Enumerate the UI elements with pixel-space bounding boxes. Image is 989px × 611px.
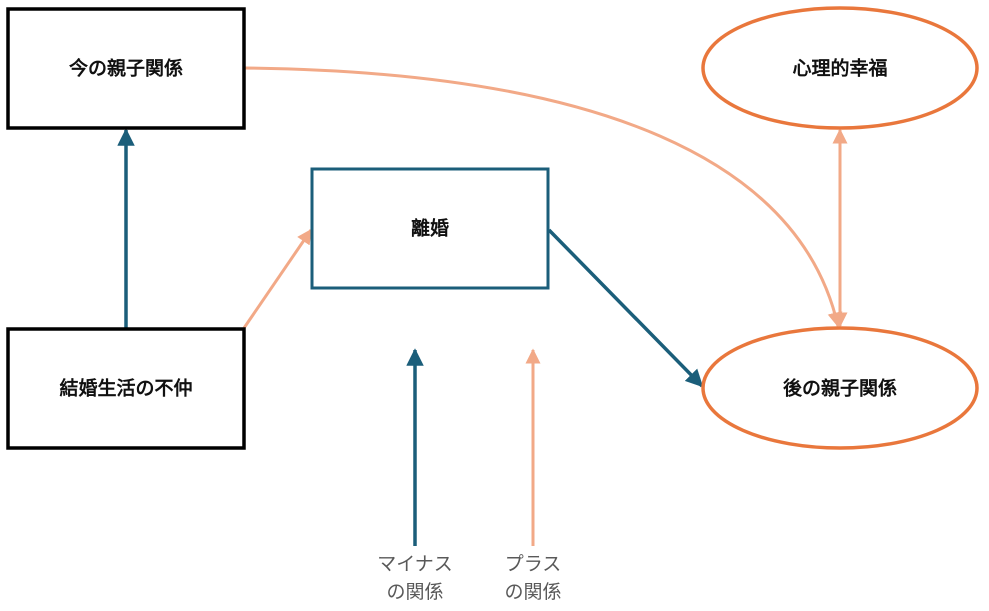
- node-divorce: 離婚: [310, 167, 550, 290]
- legend-positive-label-line1: プラス: [505, 553, 562, 575]
- node-marital-conflict-label: 結婚生活の不仲: [59, 377, 192, 400]
- node-marital-conflict: 結婚生活の不仲: [6, 327, 246, 450]
- node-psych-wellbeing: 心理的幸福: [701, 6, 979, 130]
- legend-positive-label-line2: の関係: [504, 581, 561, 603]
- node-later-relationship-label: 後の親子関係: [783, 377, 897, 400]
- legend-negative-label-line1: マイナス: [377, 553, 453, 575]
- legend-negative-label-line2: の関係: [386, 581, 443, 603]
- node-current-relationship: 今の親子関係: [6, 7, 246, 130]
- edge-current-to-later: [244, 66, 843, 328]
- node-divorce-label: 離婚: [411, 217, 449, 240]
- node-later-relationship: 後の親子関係: [701, 326, 979, 450]
- edge-divorce-to-later: [547, 228, 704, 388]
- edge-conflict-to-divorce: [242, 228, 313, 329]
- node-current-relationship-label: 今の親子関係: [68, 57, 183, 80]
- node-psych-wellbeing-label: 心理的幸福: [792, 57, 887, 80]
